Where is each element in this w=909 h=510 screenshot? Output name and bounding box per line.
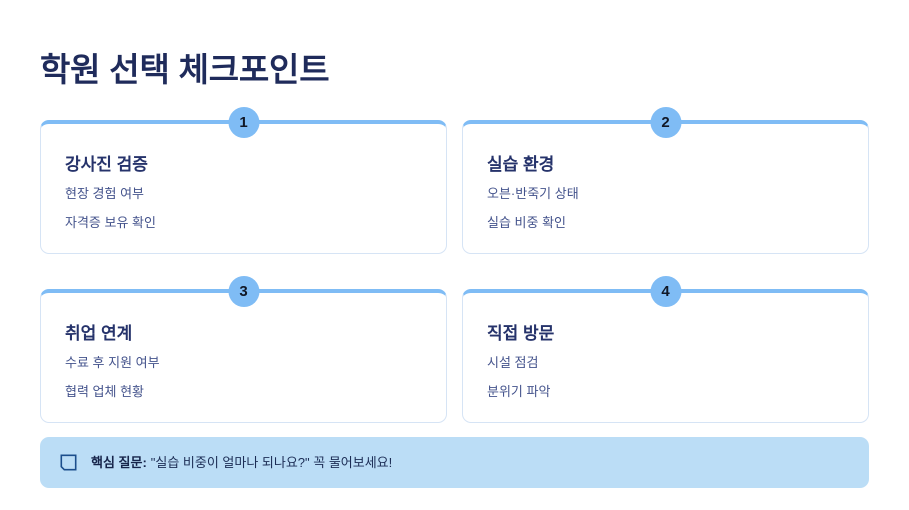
key-question-banner: 핵심 질문:"실습 비중이 얼마나 되나요?" 꼭 물어보세요! bbox=[40, 437, 869, 488]
checkpoint-card-3: 3 취업 연계 수료 후 지원 여부 협력 업체 현황 bbox=[40, 276, 447, 423]
card-number-badge-3: 3 bbox=[228, 276, 259, 307]
list-item: 수료 후 지원 여부 bbox=[65, 355, 160, 370]
list-item: 분위기 파악 bbox=[487, 384, 551, 399]
page-title: 학원 선택 체크포인트 bbox=[40, 51, 330, 89]
speech-bubble-icon bbox=[60, 454, 77, 471]
card-heading-2: 실습 환경 bbox=[487, 155, 555, 174]
card-number-badge-2: 2 bbox=[650, 107, 681, 138]
card-number-badge-1: 1 bbox=[228, 107, 259, 138]
card-heading-3: 취업 연계 bbox=[65, 324, 133, 343]
card-list-1: 현장 경험 여부 자격증 보유 확인 bbox=[65, 185, 422, 231]
card-list-3: 수료 후 지원 여부 협력 업체 현황 bbox=[65, 354, 422, 400]
banner-tail: 꼭 물어보세요! bbox=[313, 454, 393, 470]
checkpoint-card-grid: 1 강사진 검증 현장 경험 여부 자격증 보유 확인 2 실습 환경 오븐·반… bbox=[40, 107, 869, 423]
card-list-4: 시설 점검 분위기 파악 bbox=[487, 354, 844, 400]
banner-text: 핵심 질문:"실습 비중이 얼마나 되나요?" 꼭 물어보세요! bbox=[91, 454, 392, 472]
card-heading-4: 직접 방문 bbox=[487, 324, 555, 343]
banner-label: 핵심 질문: bbox=[91, 454, 147, 470]
checkpoint-card-4: 4 직접 방문 시설 점검 분위기 파악 bbox=[462, 276, 869, 423]
list-item: 협력 업체 현황 bbox=[65, 384, 144, 399]
list-item: 시설 점검 bbox=[487, 355, 539, 370]
list-item: 현장 경험 여부 bbox=[65, 186, 144, 201]
checkpoint-card-2: 2 실습 환경 오븐·반죽기 상태 실습 비중 확인 bbox=[462, 107, 869, 254]
card-list-2: 오븐·반죽기 상태 실습 비중 확인 bbox=[487, 185, 844, 231]
card-heading-1: 강사진 검증 bbox=[65, 155, 148, 174]
card-number-badge-4: 4 bbox=[650, 276, 681, 307]
banner-quote: "실습 비중이 얼마나 되나요?" bbox=[150, 454, 310, 470]
list-item: 오븐·반죽기 상태 bbox=[487, 186, 579, 201]
list-item: 자격증 보유 확인 bbox=[65, 215, 156, 230]
checkpoint-card-1: 1 강사진 검증 현장 경험 여부 자격증 보유 확인 bbox=[40, 107, 447, 254]
list-item: 실습 비중 확인 bbox=[487, 215, 566, 230]
